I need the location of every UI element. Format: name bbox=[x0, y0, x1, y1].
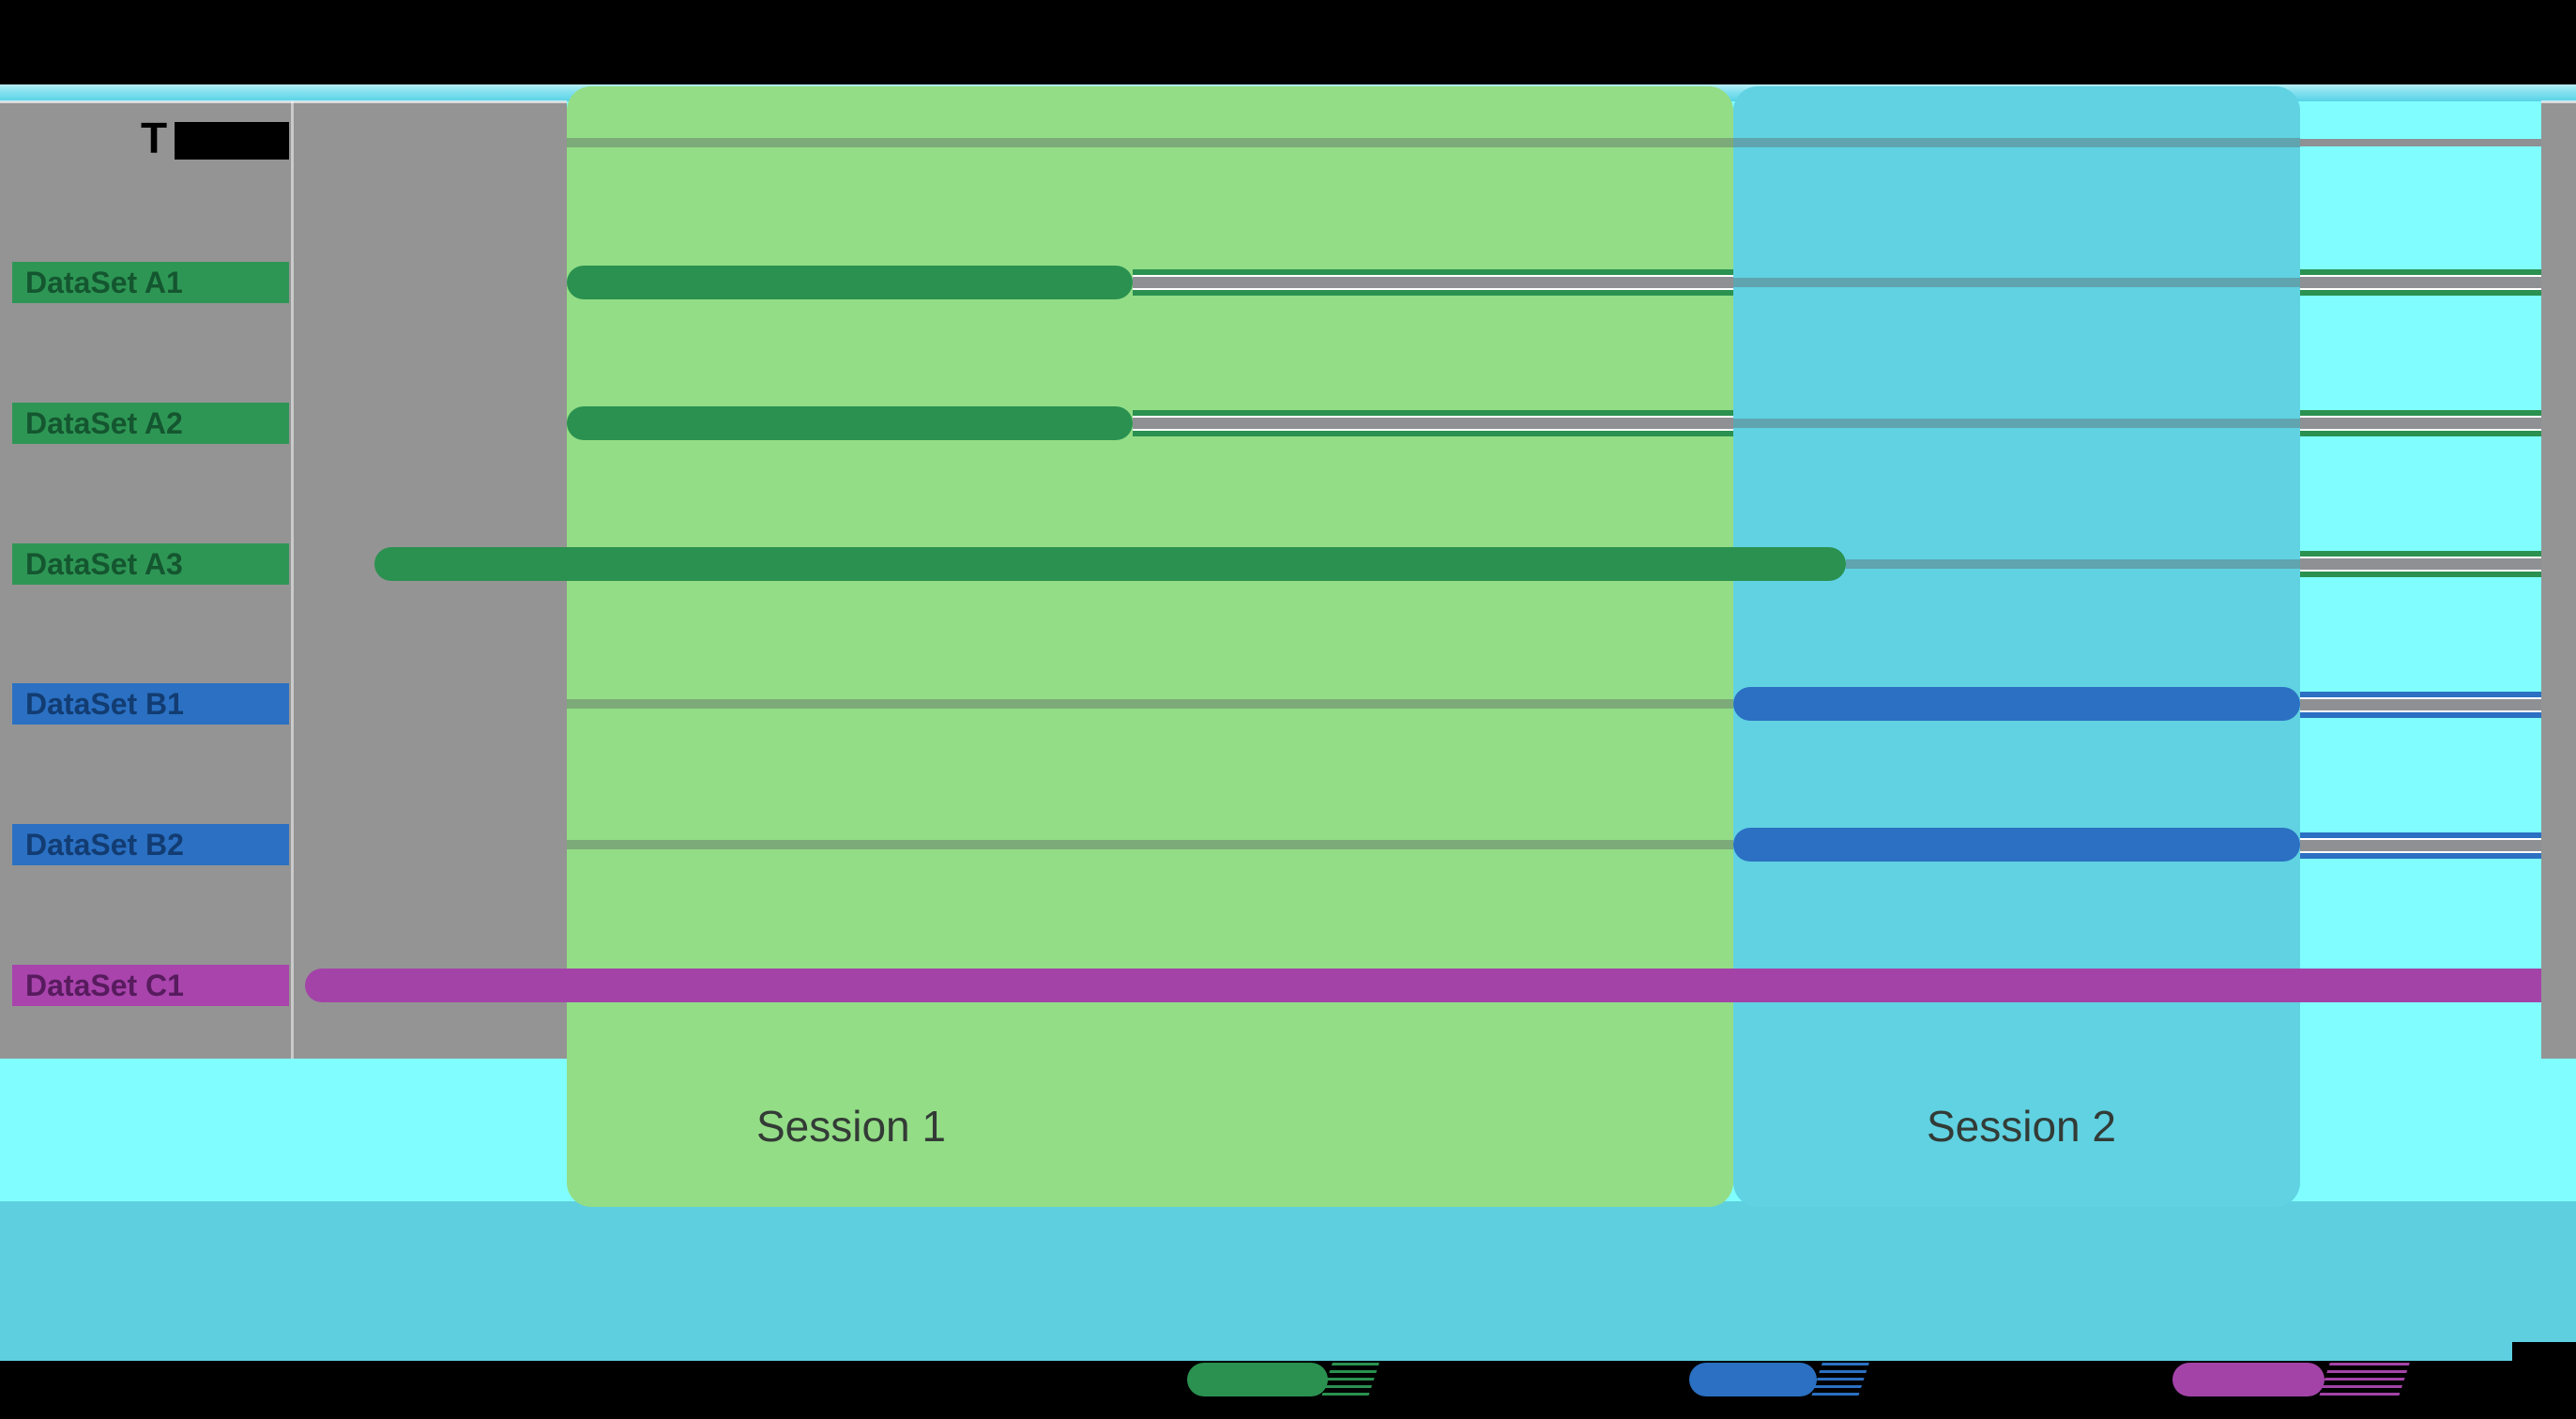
axis-spine bbox=[291, 101, 294, 1059]
chart-title-visible-letter: T bbox=[141, 114, 168, 162]
legend-slash-series-c bbox=[2319, 1363, 2410, 1396]
gridline-row-a1 bbox=[1733, 278, 2300, 287]
row-label-text: DataSet A1 bbox=[25, 265, 183, 299]
track-a2-green bbox=[1133, 410, 1733, 436]
row-label-dataset-a2: DataSet A2 bbox=[12, 403, 289, 444]
row-label-dataset-a1: DataSet A1 bbox=[12, 262, 289, 303]
bar-dataset-c1 bbox=[305, 969, 2541, 1002]
track-a3-right bbox=[2300, 551, 2541, 577]
top-letterbox-bar bbox=[0, 0, 2576, 84]
track-a1-right bbox=[2300, 269, 2541, 296]
row-label-text: DataSet A2 bbox=[25, 405, 183, 440]
bar-dataset-b1 bbox=[1733, 687, 2300, 721]
row-label-text: DataSet B1 bbox=[25, 686, 184, 721]
row-label-dataset-c1: DataSet C1 bbox=[12, 965, 289, 1006]
bar-dataset-a2 bbox=[567, 406, 1133, 440]
legend-swatch-series-b bbox=[1689, 1363, 1817, 1396]
row-label-text: DataSet A3 bbox=[25, 546, 183, 581]
gridline-row-b1 bbox=[567, 699, 1733, 709]
row-label-dataset-b2: DataSet B2 bbox=[12, 824, 289, 865]
gridline-row0 bbox=[567, 138, 2300, 147]
bar-dataset-a3 bbox=[374, 547, 1846, 581]
bottom-cyan-band bbox=[0, 1201, 2576, 1361]
bar-dataset-a1 bbox=[567, 266, 1133, 299]
gridline-row0-right bbox=[2300, 139, 2541, 146]
gridline-row-b2 bbox=[567, 840, 1733, 849]
track-a2-right bbox=[2300, 410, 2541, 436]
session-1-label: Session 1 bbox=[755, 1102, 946, 1151]
gridline-row-a2 bbox=[1733, 419, 2300, 428]
legend-swatch-series-a bbox=[1187, 1363, 1328, 1396]
session-2-band bbox=[1733, 86, 2300, 1207]
row-label-dataset-b1: DataSet B1 bbox=[12, 683, 289, 725]
track-b1-right bbox=[2300, 692, 2541, 718]
right-gray-strip bbox=[2541, 101, 2576, 1059]
gridline-row-a3 bbox=[1846, 559, 2300, 569]
session-2-label: Session 2 bbox=[1926, 1102, 2116, 1151]
row-label-text: DataSet B2 bbox=[25, 827, 184, 862]
panel-top-hairline-right bbox=[2541, 100, 2576, 103]
track-b2-right bbox=[2300, 832, 2541, 859]
legend-swatch-series-c bbox=[2172, 1363, 2324, 1396]
row-label-dataset-a3: DataSet A3 bbox=[12, 543, 289, 585]
session-1-band bbox=[567, 86, 1733, 1207]
panel-top-hairline bbox=[0, 100, 567, 103]
bottom-right-black-notch bbox=[2512, 1342, 2576, 1365]
title-redaction-box bbox=[175, 122, 289, 160]
row-label-text: DataSet C1 bbox=[25, 968, 184, 1002]
track-a1-green bbox=[1133, 269, 1733, 296]
bar-dataset-b2 bbox=[1733, 828, 2300, 862]
